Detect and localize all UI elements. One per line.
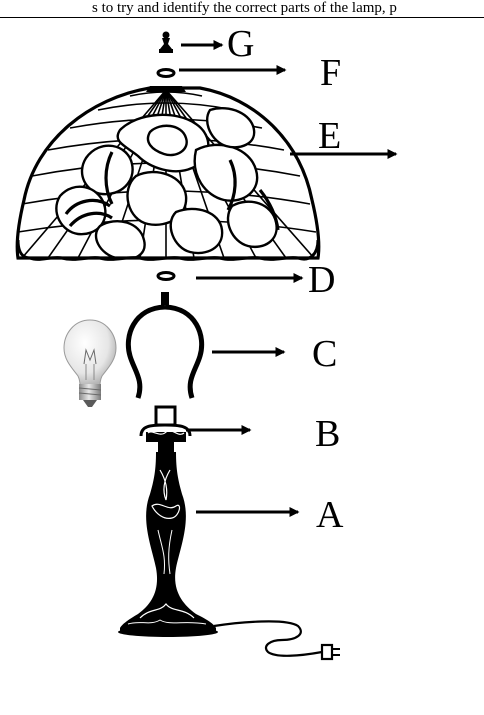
- washer-part-d: [158, 273, 174, 280]
- label-e: E: [318, 115, 341, 157]
- label-f: F: [320, 52, 341, 94]
- header-fragment: s to try and identify the correct parts …: [92, 0, 397, 16]
- lamp-shade-part-e: [17, 86, 319, 259]
- label-a: A: [316, 494, 344, 536]
- cap-ring-part-f: [158, 70, 174, 77]
- socket-part-b: [141, 407, 190, 452]
- label-b: B: [315, 413, 340, 455]
- lamp-base-part-a: [118, 452, 340, 659]
- label-d: D: [308, 259, 335, 301]
- label-c: C: [312, 333, 337, 375]
- harp-part-c: [128, 292, 201, 398]
- finial-part-g: [159, 32, 173, 54]
- label-g: G: [227, 23, 254, 65]
- light-bulb-icon: [64, 320, 116, 407]
